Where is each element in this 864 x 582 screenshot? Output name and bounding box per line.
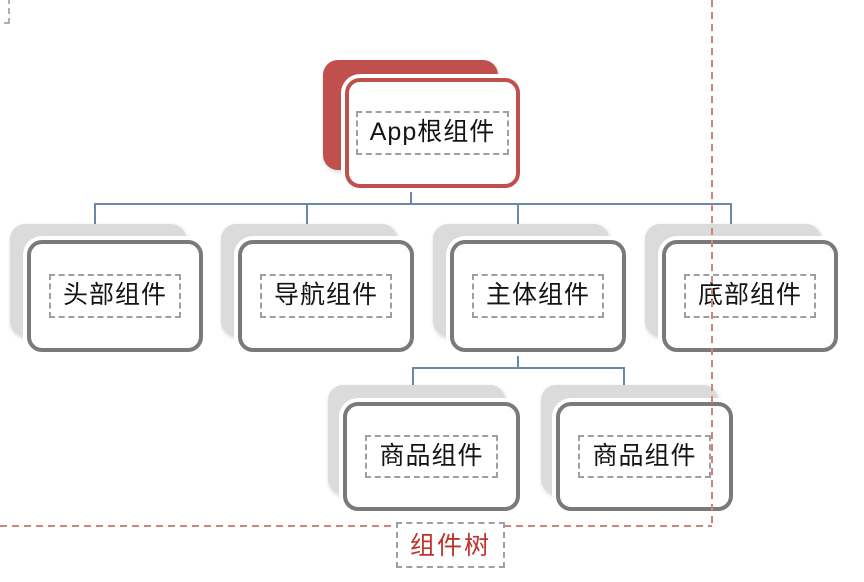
connector-drop-main <box>517 203 519 225</box>
node-app-root-card[interactable]: App根组件 <box>345 78 520 188</box>
node-product-2-label[interactable]: 商品组件 <box>578 434 711 479</box>
node-nav[interactable]: 导航组件 <box>221 224 414 352</box>
node-footer-card[interactable]: 底部组件 <box>662 240 838 352</box>
connector-drop-product2 <box>623 367 625 386</box>
node-product-1[interactable]: 商品组件 <box>328 385 520 511</box>
node-product-1-card[interactable]: 商品组件 <box>343 402 520 511</box>
connector-drop-footer <box>730 203 732 225</box>
node-header-label[interactable]: 头部组件 <box>48 274 181 318</box>
node-app-root-label[interactable]: App根组件 <box>355 111 510 155</box>
connector-root-stem <box>410 188 412 204</box>
selection-corner-artifact <box>0 0 10 24</box>
node-footer[interactable]: 底部组件 <box>645 224 838 352</box>
node-product-2[interactable]: 商品组件 <box>541 385 733 511</box>
node-nav-label[interactable]: 导航组件 <box>259 274 392 318</box>
node-product-2-card[interactable]: 商品组件 <box>556 402 733 511</box>
node-main[interactable]: 主体组件 <box>433 224 626 352</box>
connector-bus-level2 <box>94 203 732 205</box>
node-header-card[interactable]: 头部组件 <box>27 240 203 352</box>
connector-drop-header <box>94 203 96 225</box>
diagram-caption[interactable]: 组件树 <box>396 522 506 568</box>
node-footer-label[interactable]: 底部组件 <box>683 274 816 318</box>
node-app-root[interactable]: App根组件 <box>323 60 520 188</box>
boundary-guide-vertical <box>711 0 713 527</box>
node-header[interactable]: 头部组件 <box>10 224 203 352</box>
node-main-card[interactable]: 主体组件 <box>450 240 626 352</box>
connector-main-stem <box>517 352 519 368</box>
connector-bus-level3 <box>412 367 625 369</box>
node-nav-card[interactable]: 导航组件 <box>238 240 414 352</box>
connector-drop-nav <box>306 203 308 225</box>
boundary-guide-horizontal <box>0 525 712 527</box>
node-main-label[interactable]: 主体组件 <box>471 274 604 318</box>
node-product-1-label[interactable]: 商品组件 <box>365 434 498 479</box>
connector-drop-product1 <box>412 367 414 386</box>
